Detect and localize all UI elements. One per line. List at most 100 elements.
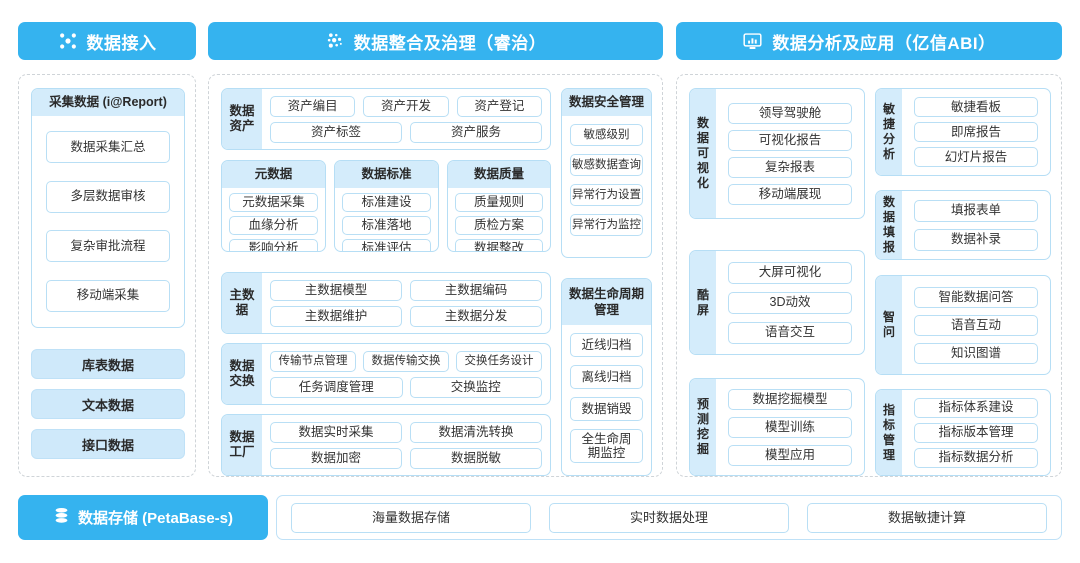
chip-collect-2[interactable]: 复杂审批流程 [46,230,170,263]
chip-asset-2[interactable]: 资产登记 [456,95,542,117]
chip-factory-3[interactable]: 数据脱敏 [410,447,542,469]
chip-lifecycle-3[interactable]: 全生命周期监控 [570,429,643,463]
chip-metric-2[interactable]: 指标数据分析 [914,447,1038,468]
group-title: 采集数据 (i@Report) [32,89,184,116]
panel-data-analytics: 数据可视化 领导驾驶舱 可视化报告 复杂报表 移动端展现 酷屏 大屏可视化 3D… [676,74,1062,477]
chip-agile-2[interactable]: 幻灯片报告 [914,147,1038,167]
chip-lifecycle-2[interactable]: 数据销毁 [570,397,643,421]
chip-metric-1[interactable]: 指标版本管理 [914,422,1038,443]
chip-metadata-0[interactable]: 元数据采集 [229,193,318,212]
group-smart-query: 智问 智能数据问答 语音互动 知识图谱 [875,275,1051,375]
chip-exchange-1[interactable]: 数据传输交换 [363,350,449,372]
group-visualization: 数据可视化 领导驾驶舱 可视化报告 复杂报表 移动端展现 [689,88,865,219]
chip-collect-3[interactable]: 移动端采集 [46,279,170,312]
chip-cool-1[interactable]: 3D动效 [728,291,852,314]
bar-table-data[interactable]: 库表数据 [31,349,185,379]
chip-storage-0[interactable]: 海量数据存储 [291,502,531,533]
chip-asset-4[interactable]: 资产服务 [410,121,542,143]
network-nodes-icon [58,31,78,51]
chip-filling-1[interactable]: 数据补录 [914,228,1038,251]
chip-collect-0[interactable]: 数据采集汇总 [46,131,170,164]
chip-query-2[interactable]: 知识图谱 [914,342,1038,364]
data-dots-icon [325,31,345,51]
chip-filling-0[interactable]: 填报表单 [914,199,1038,222]
chip-asset-1[interactable]: 资产开发 [363,95,449,117]
header-data-governance[interactable]: 数据整合及治理（睿治） [208,22,663,60]
chip-mining-0[interactable]: 数据挖掘模型 [728,388,852,410]
chip-exchange-0[interactable]: 传输节点管理 [270,350,356,372]
chip-metadata-1[interactable]: 血缘分析 [229,216,318,235]
group-metadata: 元数据 元数据采集 血缘分析 影响分析 [221,160,326,252]
chip-collect-1[interactable]: 多层数据审核 [46,180,170,213]
database-icon [53,507,70,529]
storage-label[interactable]: 数据存储 (PetaBase-s) [18,495,268,540]
group-label: 预测挖掘 [690,379,716,475]
bar-interface-data[interactable]: 接口数据 [31,429,185,459]
header-data-ingest[interactable]: 数据接入 [18,22,196,60]
header-title: 数据分析及应用（亿信ABI） [772,33,996,53]
group-metric-management: 指标管理 指标体系建设 指标版本管理 指标数据分析 [875,389,1051,476]
chip-viz-3[interactable]: 移动端展现 [728,183,852,205]
chip-viz-0[interactable]: 领导驾驶舱 [728,102,852,124]
chip-mining-1[interactable]: 模型训练 [728,416,852,438]
chip-standard-0[interactable]: 标准建设 [342,193,431,212]
chip-quality-1[interactable]: 质检方案 [455,216,543,235]
chip-master-2[interactable]: 主数据维护 [270,305,402,327]
header-title: 数据整合及治理（睿治） [353,33,547,53]
chip-master-0[interactable]: 主数据模型 [270,279,402,301]
group-label: 主数据 [222,273,262,333]
chip-standard-1[interactable]: 标准落地 [342,216,431,235]
storage-items: 海量数据存储 实时数据处理 数据敏捷计算 [276,495,1062,540]
group-title: 元数据 [222,161,325,188]
group-title: 数据质量 [448,161,550,188]
chip-exchange-3[interactable]: 任务调度管理 [270,376,403,398]
chip-security-2[interactable]: 异常行为设置 [570,184,643,206]
chip-asset-0[interactable]: 资产编目 [270,95,356,117]
group-agile-analysis: 敏捷分析 敏捷看板 即席报告 幻灯片报告 [875,88,1051,176]
panel-data-ingest: 采集数据 (i@Report) 数据采集汇总 多层数据审核 复杂审批流程 移动端… [18,74,196,477]
group-title: 数据生命周期管理 [562,279,651,325]
header-data-analytics[interactable]: 数据分析及应用（亿信ABI） [676,22,1062,60]
group-collect-data: 采集数据 (i@Report) 数据采集汇总 多层数据审核 复杂审批流程 移动端… [31,88,185,328]
chip-master-1[interactable]: 主数据编码 [410,279,542,301]
chip-exchange-4[interactable]: 交换监控 [409,376,542,398]
chip-standard-2[interactable]: 标准评估 [342,239,431,251]
chip-asset-3[interactable]: 资产标签 [270,121,402,143]
chip-query-0[interactable]: 智能数据问答 [914,286,1038,308]
chip-viz-2[interactable]: 复杂报表 [728,156,852,178]
chip-security-1[interactable]: 敏感数据查询 [570,154,643,176]
chip-security-3[interactable]: 异常行为监控 [570,214,643,236]
group-predictive-mining: 预测挖掘 数据挖掘模型 模型训练 模型应用 [689,378,865,476]
chip-query-1[interactable]: 语音互动 [914,314,1038,336]
chip-security-0[interactable]: 敏感级别 [570,124,643,146]
chip-factory-0[interactable]: 数据实时采集 [270,421,402,443]
chip-metadata-2[interactable]: 影响分析 [229,239,318,251]
chip-factory-2[interactable]: 数据加密 [270,447,402,469]
chip-storage-1[interactable]: 实时数据处理 [549,502,789,533]
chip-lifecycle-1[interactable]: 离线归档 [570,365,643,389]
chip-quality-2[interactable]: 数据整改 [455,239,543,251]
group-data-factory: 数据工厂 数据实时采集 数据清洗转换 数据加密 数据脱敏 [221,414,551,476]
chip-master-3[interactable]: 主数据分发 [410,305,542,327]
chip-viz-1[interactable]: 可视化报告 [728,129,852,151]
group-data-quality: 数据质量 质量规则 质检方案 数据整改 [447,160,551,252]
chip-lifecycle-0[interactable]: 近线归档 [570,333,643,357]
chip-mining-2[interactable]: 模型应用 [728,444,852,466]
group-label: 敏捷分析 [876,89,902,175]
chip-factory-1[interactable]: 数据清洗转换 [410,421,542,443]
chip-metric-0[interactable]: 指标体系建设 [914,397,1038,418]
storage-label-text: 数据存储 (PetaBase-s) [77,510,234,527]
chip-agile-1[interactable]: 即席报告 [914,122,1038,142]
chip-storage-2[interactable]: 数据敏捷计算 [807,502,1047,533]
chip-quality-0[interactable]: 质量规则 [455,193,543,212]
group-label: 指标管理 [876,390,902,475]
group-data-exchange: 数据交换 传输节点管理 数据传输交换 交换任务设计 任务调度管理 交换监控 [221,343,551,405]
chip-agile-0[interactable]: 敏捷看板 [914,97,1038,117]
bar-text-data[interactable]: 文本数据 [31,389,185,419]
group-label: 数据交换 [222,344,262,404]
chip-exchange-2[interactable]: 交换任务设计 [456,350,542,372]
chip-cool-0[interactable]: 大屏可视化 [728,261,852,284]
group-data-filling: 数据填报 填报表单 数据补录 [875,190,1051,260]
group-label: 数据填报 [876,191,902,259]
chip-cool-2[interactable]: 语音交互 [728,321,852,344]
